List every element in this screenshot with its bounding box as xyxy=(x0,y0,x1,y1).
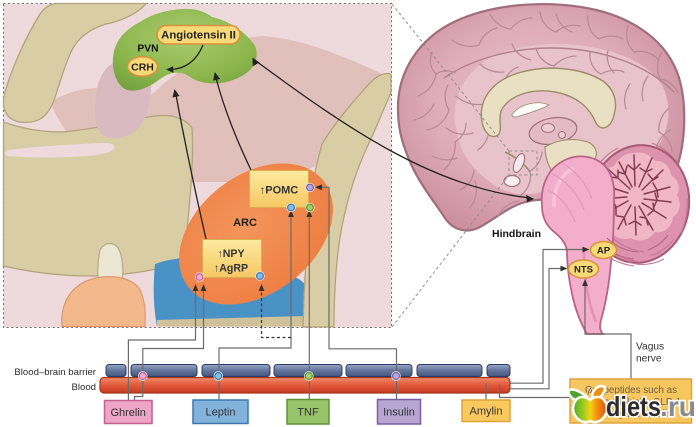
svg-text:Hindbrain: Hindbrain xyxy=(492,228,541,240)
svg-text:↑POMC: ↑POMC xyxy=(260,185,299,197)
svg-text:Gut peptides such as: Gut peptides such as xyxy=(585,385,677,396)
svg-text:and oxyntomodulin: and oxyntomodulin xyxy=(590,409,672,420)
svg-text:↑AgRP: ↑AgRP xyxy=(214,263,248,275)
svg-text:cholecystokinin, GLP-1: cholecystokinin, GLP-1 xyxy=(581,397,681,408)
svg-text:Angiotensin II: Angiotensin II xyxy=(161,30,236,42)
svg-text:Vagus: Vagus xyxy=(636,342,664,353)
svg-text:NTS: NTS xyxy=(574,265,593,276)
svg-text:Leptin: Leptin xyxy=(206,407,236,419)
svg-text:PVN: PVN xyxy=(137,44,158,55)
svg-text:nerve: nerve xyxy=(636,354,662,365)
svg-text:diets: diets xyxy=(606,391,661,422)
svg-text:CRH: CRH xyxy=(131,61,154,73)
svg-text:Amylin: Amylin xyxy=(469,406,502,418)
svg-text:.ru: .ru xyxy=(660,391,696,422)
svg-text:Blood: Blood xyxy=(71,382,96,393)
svg-text:Blood–brain barrier: Blood–brain barrier xyxy=(14,367,96,378)
svg-text:Insulin: Insulin xyxy=(383,407,415,419)
svg-text:↑NPY: ↑NPY xyxy=(217,248,244,260)
svg-text:Ghrelin: Ghrelin xyxy=(110,407,145,419)
svg-text:TNF: TNF xyxy=(297,407,319,419)
svg-text:AP: AP xyxy=(597,246,611,257)
svg-text:ARC: ARC xyxy=(233,217,257,229)
